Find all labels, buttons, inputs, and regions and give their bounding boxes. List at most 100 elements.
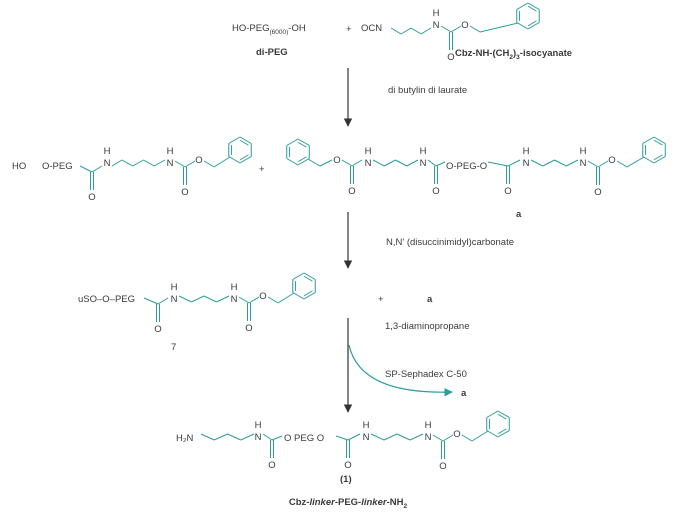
alkyl-bond: [396, 433, 411, 441]
atom-N: N: [433, 20, 440, 31]
alkyl-bond: [178, 295, 192, 303]
bond: [157, 297, 169, 305]
bond: [450, 25, 462, 33]
bond: [616, 160, 628, 168]
side-product-arrow: [348, 344, 453, 397]
bis-peg: O-PEG-O: [446, 161, 487, 172]
benzene-double-bond: [303, 275, 313, 282]
product-name: Cbz-linker-PEG-linker-NH2: [289, 497, 408, 510]
atom-O: O: [259, 291, 266, 302]
reagent-1: di butylin di laurate: [388, 85, 467, 96]
alkyl-bond: [566, 159, 579, 167]
alkyl-bond: [143, 159, 155, 167]
atom-O: O: [195, 155, 202, 166]
atom-N: N: [363, 432, 370, 443]
bond: [335, 435, 349, 441]
compound-7-label: 7: [171, 342, 176, 353]
alkyl-bond: [395, 159, 407, 167]
product-number: (1): [340, 474, 352, 485]
atom-N: N: [231, 294, 238, 305]
bond: [461, 434, 473, 442]
bond: [442, 434, 454, 442]
alkyl-bond: [530, 159, 543, 167]
alkyl-bond: [542, 159, 555, 167]
alkyl-bond: [191, 295, 205, 303]
atom-H: H: [255, 420, 262, 431]
alkyl-bond: [240, 433, 255, 441]
benzene-ring-bond: [516, 2, 529, 10]
bond: [597, 160, 609, 168]
alkyl-bond: [154, 159, 166, 167]
alkyl-bond: [216, 295, 230, 303]
atom-N: N: [523, 158, 530, 169]
alkyl-bond: [406, 159, 419, 167]
atom-O: O: [245, 323, 252, 334]
plus-sign: +: [378, 294, 384, 305]
atom-O: O: [594, 187, 601, 198]
benzene-double-bond: [527, 20, 537, 27]
benzene-ring-bond: [653, 136, 666, 144]
alkyl-bond: [214, 433, 228, 441]
bond: [351, 159, 363, 167]
benzene-ring-bond: [297, 158, 310, 166]
atom-H: H: [433, 8, 440, 19]
benzene-double-bond: [239, 139, 249, 146]
dipeg-name: di-PEG: [256, 47, 288, 58]
atom-N: N: [104, 158, 111, 169]
compound-a-label: a: [427, 294, 433, 305]
benzene-double-bond: [497, 428, 507, 435]
mono-peg: O-PEG: [42, 161, 73, 172]
reagent-4: SP-Sephadex C-50: [385, 369, 467, 380]
benzene-ring-bond: [228, 156, 241, 164]
benzene-double-bond: [239, 154, 249, 161]
benzene-double-bond: [297, 156, 307, 163]
atom-O: O: [181, 187, 188, 198]
benzene-ring-bond: [292, 292, 305, 300]
atom-O: O: [88, 192, 95, 203]
atom-O: O: [504, 186, 511, 197]
benzene-ring-bond: [486, 430, 499, 438]
plus-sign: +: [346, 24, 352, 35]
alkyl-bond: [200, 433, 215, 441]
atom-H: H: [167, 146, 174, 157]
bond: [91, 165, 103, 173]
atom-N: N: [167, 158, 174, 169]
benzene-double-bond: [297, 141, 307, 148]
bond: [271, 435, 283, 441]
atom-O: O: [461, 20, 468, 31]
atom-H: H: [104, 146, 111, 157]
bond: [471, 430, 489, 442]
benzene-ring-bond: [653, 156, 666, 164]
bond: [277, 292, 295, 304]
bond: [248, 296, 260, 304]
alkyl-bond: [409, 433, 424, 441]
atom-O: O: [154, 324, 161, 335]
reagent-3: 1,3-diaminopropane: [385, 321, 470, 332]
atom-O: O: [432, 186, 439, 197]
benzene-ring-bond: [497, 410, 510, 418]
atom-H: H: [363, 420, 370, 431]
reagent-2: N,N' (disuccinimidyl)carbonate: [386, 237, 514, 248]
bond: [507, 159, 521, 167]
benzene-double-bond: [653, 154, 663, 161]
benzene-ring-bond: [642, 156, 655, 164]
alkyl-bond: [390, 27, 402, 35]
alkyl-bond: [132, 159, 144, 167]
bond: [427, 159, 437, 167]
atom-H: H: [523, 146, 530, 157]
mono-ho: HO: [12, 161, 26, 172]
benzene-ring-bond: [286, 158, 299, 166]
benzene-double-bond: [527, 5, 537, 12]
bond: [435, 161, 446, 167]
product-peg: O PEG O: [284, 433, 324, 444]
bond: [111, 159, 123, 167]
alkyl-bond: [420, 27, 432, 35]
bond: [587, 160, 599, 168]
alkyl-bond: [383, 433, 398, 441]
alkyl-bond: [227, 433, 241, 441]
atom-O: O: [453, 429, 460, 440]
benzene-ring-bond: [292, 272, 305, 280]
benzene-double-bond: [303, 290, 313, 297]
bond: [487, 161, 509, 167]
